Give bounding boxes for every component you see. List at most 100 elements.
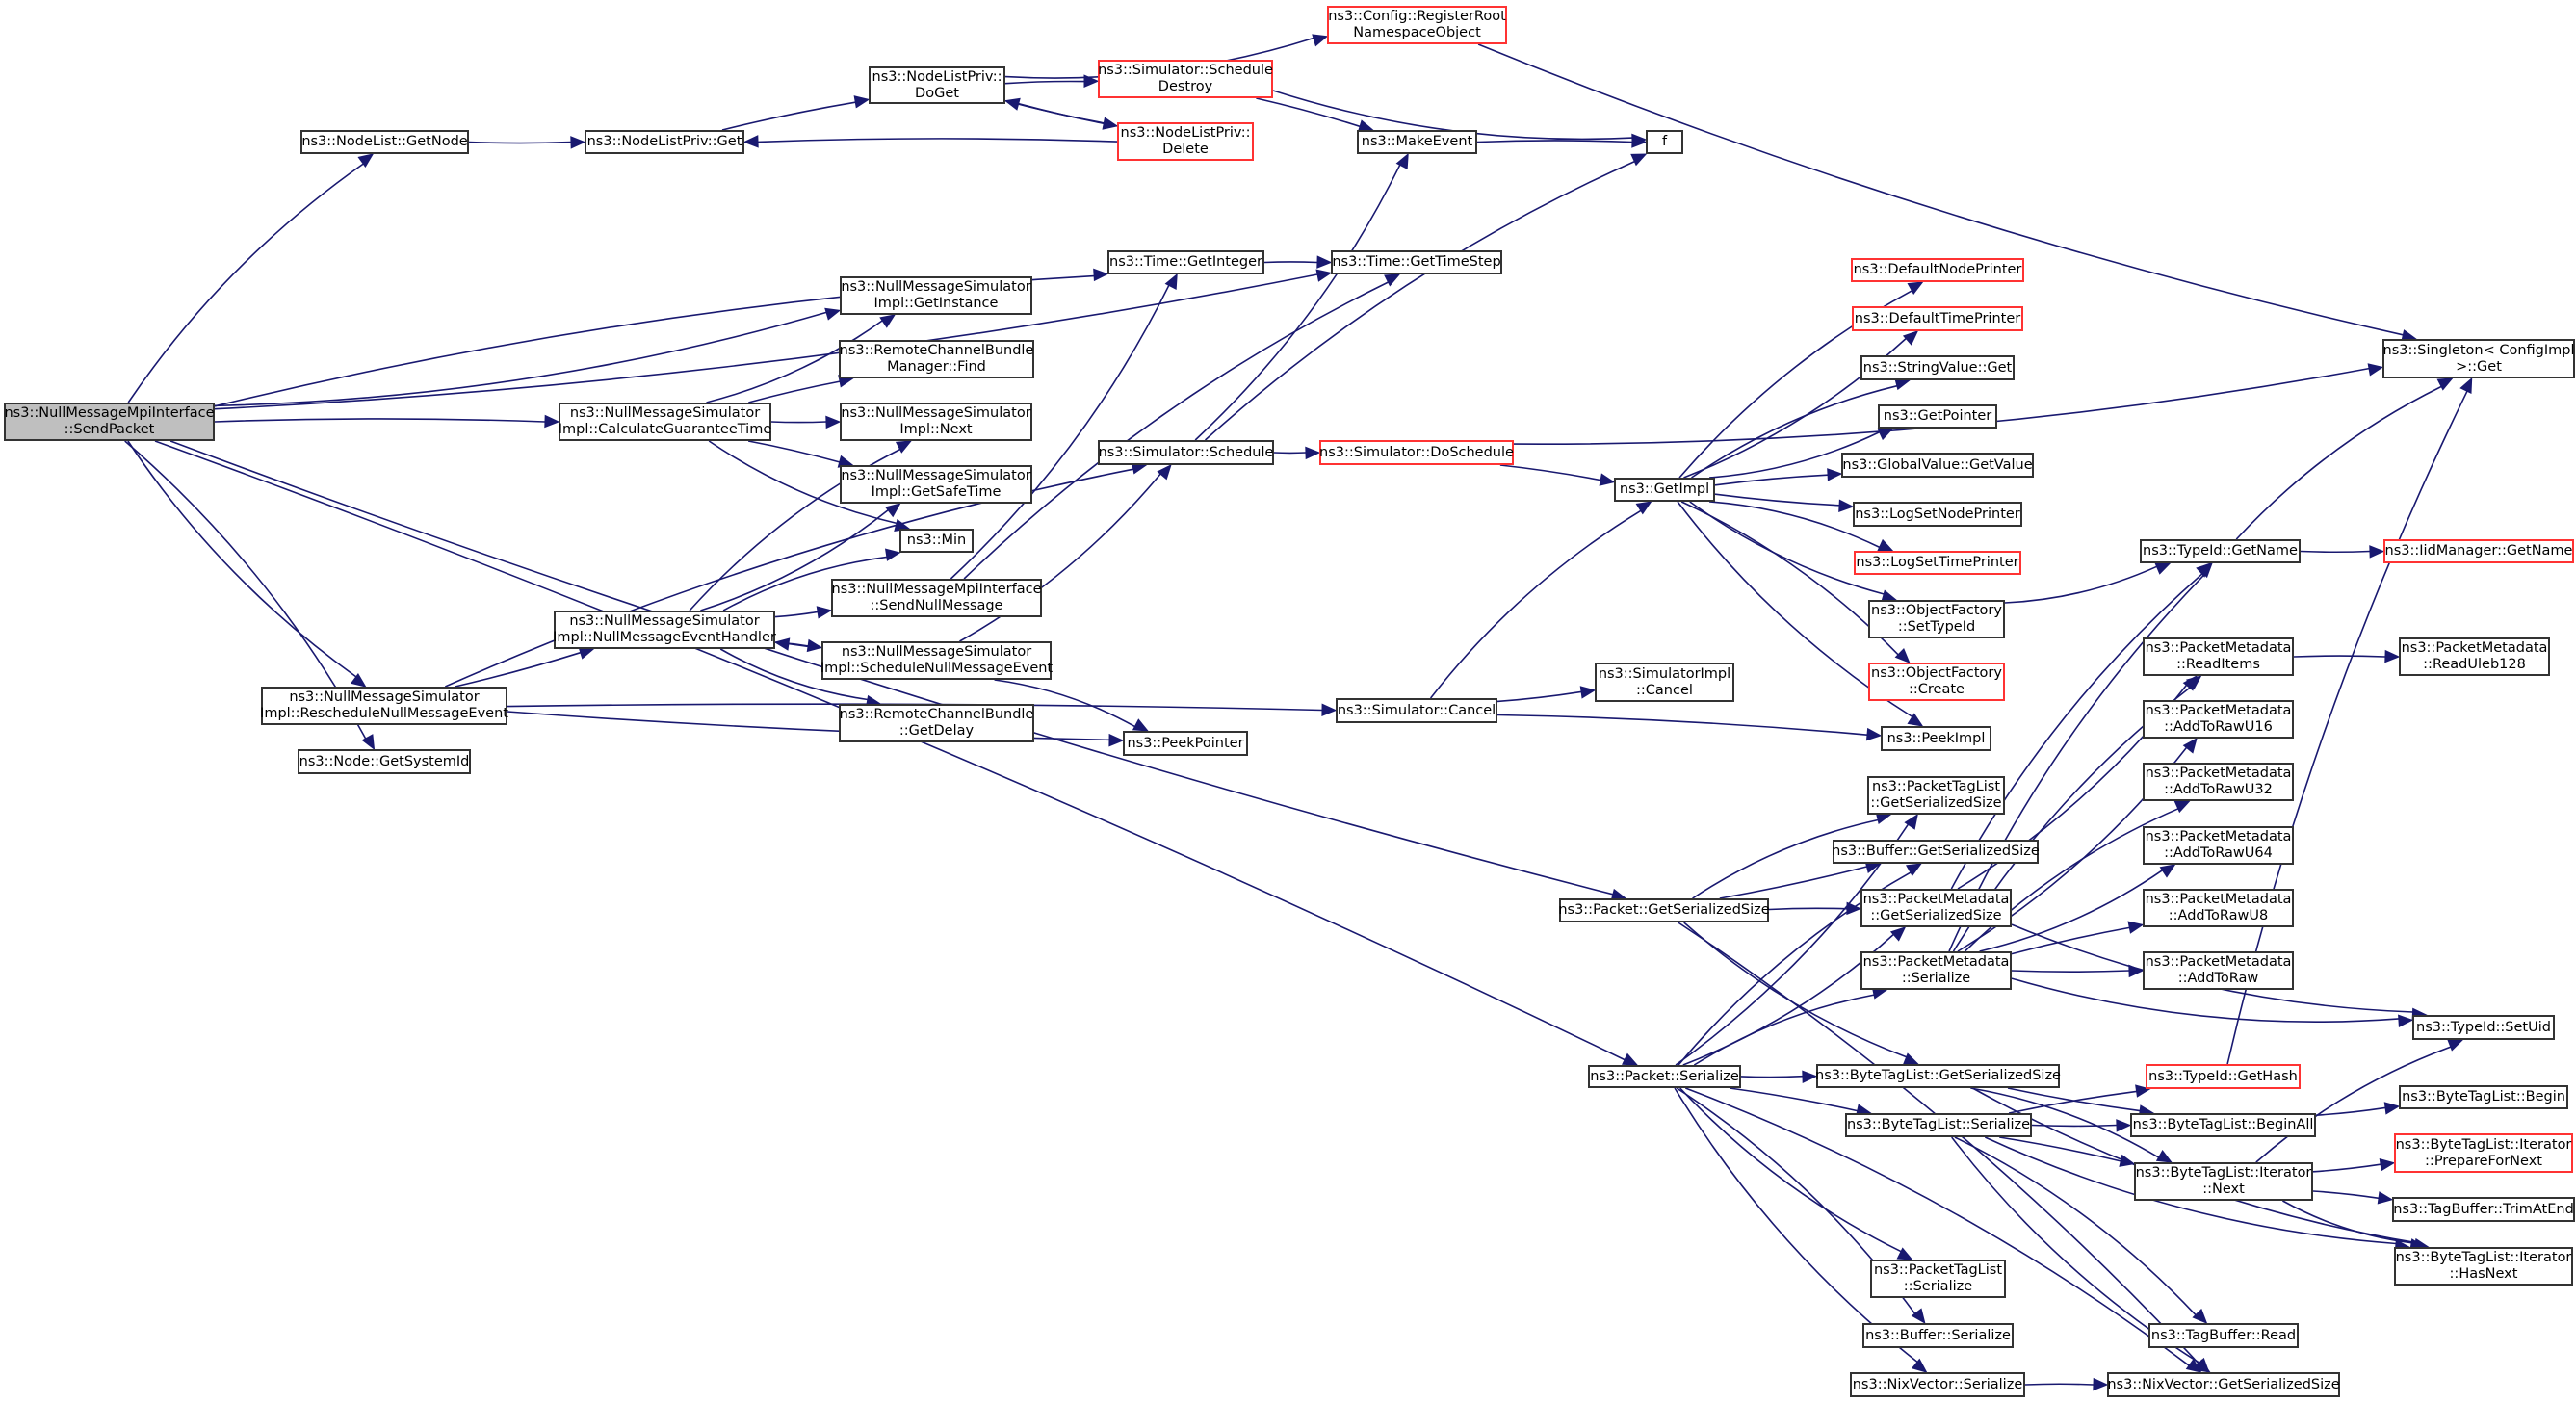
edge-sim-schedule-to-f xyxy=(1204,160,1635,441)
arrowhead-icon xyxy=(2398,1014,2414,1027)
arrowhead-icon xyxy=(570,136,586,149)
arrowhead-icon xyxy=(1395,152,1409,169)
arrowhead-icon xyxy=(853,95,871,109)
node-sendpacket: ns3::NullMessageMpiInterface ::SendPacke… xyxy=(4,403,215,441)
arrowhead-icon xyxy=(2436,377,2454,391)
node-iidmanager-getname[interactable]: ns3::IidManager::GetName xyxy=(2383,539,2574,563)
node-ptl-serialize[interactable]: ns3::PacketTagList ::Serialize xyxy=(1870,1260,2006,1298)
node-pm-serialize[interactable]: ns3::PacketMetadata ::Serialize xyxy=(1860,951,2012,990)
node-pm-addtoraw[interactable]: ns3::PacketMetadata ::AddToRaw xyxy=(2143,951,2294,990)
node-time-getinteger[interactable]: ns3::Time::GetInteger xyxy=(1107,250,1264,274)
arrowhead-icon xyxy=(2185,675,2202,690)
node-f[interactable]: f xyxy=(1646,130,1683,154)
arrowhead-icon xyxy=(2154,562,2172,575)
edge-pm-serialize-to-pm-addtorawu32 xyxy=(1964,808,2179,952)
node-globalvalue-getvalue[interactable]: ns3::GlobalValue::GetValue xyxy=(1841,453,2034,478)
node-nodelistpriv-delete[interactable]: ns3::NodeListPriv:: Delete xyxy=(1117,122,1254,161)
node-nms-eventhandler[interactable]: ns3::NullMessageSimulator Impl::NullMess… xyxy=(553,611,776,649)
node-pm-addtorawu32[interactable]: ns3::PacketMetadata ::AddToRawU32 xyxy=(2143,763,2294,801)
node-typeid-getname[interactable]: ns3::TypeId::GetName xyxy=(2140,539,2301,563)
edge-nms-eventhandler-to-rcb-getdelay xyxy=(719,648,869,701)
node-nms-next[interactable]: ns3::NullMessageSimulator Impl::Next xyxy=(840,403,1032,441)
arrowhead-icon xyxy=(2119,1154,2136,1167)
node-singleton-get[interactable]: ns3::Singleton< ConfigImpl >::Get xyxy=(2382,339,2575,378)
node-nodelistpriv-get[interactable]: ns3::NodeListPriv::Get xyxy=(585,130,744,154)
edge-pm-serialize-to-pm-addtoraw xyxy=(2011,970,2130,973)
node-nms-calcguarantee[interactable]: ns3::NullMessageSimulator Impl::Calculat… xyxy=(559,403,771,441)
arrowhead-icon xyxy=(1630,153,1648,167)
node-typeid-setuid[interactable]: ns3::TypeId::SetUid xyxy=(2412,1015,2555,1040)
edge-btl-iter-next-to-btl-iter-hasnext xyxy=(2282,1200,2412,1244)
arrowhead-icon xyxy=(2135,1084,2151,1098)
node-rcb-getdelay[interactable]: ns3::RemoteChannelBundle ::GetDelay xyxy=(839,704,1034,742)
node-pm-addtorawu8[interactable]: ns3::PacketMetadata ::AddToRawU8 xyxy=(2143,889,2294,927)
node-logsetnodeprinter[interactable]: ns3::LogSetNodePrinter xyxy=(1853,502,2022,527)
arrowhead-icon xyxy=(2127,921,2145,934)
node-btl-begin[interactable]: ns3::ByteTagList::Begin xyxy=(2399,1085,2568,1109)
node-btl-beginall[interactable]: ns3::ByteTagList::BeginAll xyxy=(2130,1113,2316,1137)
node-getpointer[interactable]: ns3::GetPointer xyxy=(1878,404,1997,429)
arrowhead-icon xyxy=(885,503,901,518)
node-btl-iter-next[interactable]: ns3::ByteTagList::Iterator ::Next xyxy=(2134,1162,2313,1201)
node-rcbm-find[interactable]: ns3::RemoteChannelBundle Manager::Find xyxy=(839,340,1034,378)
node-pm-readitems[interactable]: ns3::PacketMetadata ::ReadItems xyxy=(2143,637,2294,676)
edge-nodelistpriv-delete-to-nodelistpriv-doget xyxy=(1018,102,1118,127)
arrowhead-icon xyxy=(1631,135,1648,148)
node-nixvector-getserializedsize[interactable]: ns3::NixVector::GetSerializedSize xyxy=(2107,1372,2340,1397)
node-sim-schedule[interactable]: ns3::Simulator::Schedule xyxy=(1098,440,1274,465)
node-nodelist-getnode[interactable]: ns3::NodeList::GetNode xyxy=(300,130,469,154)
arrowhead-icon xyxy=(1905,863,1922,877)
node-packet-getserializedsize[interactable]: ns3::Packet::GetSerializedSize xyxy=(1558,898,1770,922)
arrowhead-icon xyxy=(1904,813,1918,830)
edge-nmpi-sendnullmessage-to-time-gettimestep xyxy=(963,281,1389,580)
node-defaultnodeprinter[interactable]: ns3::DefaultNodePrinter xyxy=(1851,258,2024,282)
node-sim-scheduledestroy[interactable]: ns3::Simulator::Schedule Destroy xyxy=(1098,60,1273,98)
arrowhead-icon xyxy=(1164,273,1178,290)
node-objfactory-settypeid[interactable]: ns3::ObjectFactory ::SetTypeId xyxy=(1868,600,2005,638)
node-objfactory-create[interactable]: ns3::ObjectFactory ::Create xyxy=(1868,663,2005,701)
node-typeid-gethash[interactable]: ns3::TypeId::GetHash xyxy=(2146,1064,2301,1089)
node-btl-iter-prepare[interactable]: ns3::ByteTagList::Iterator ::PrepareForN… xyxy=(2394,1133,2573,1173)
edge-nodelistpriv-doget-to-sim-scheduledestroy xyxy=(1004,80,1085,85)
node-buffer-serialize[interactable]: ns3::Buffer::Serialize xyxy=(1862,1323,2014,1348)
node-makeevent[interactable]: ns3::MakeEvent xyxy=(1357,130,1477,154)
node-tagbuffer-read[interactable]: ns3::TagBuffer::Read xyxy=(2148,1323,2299,1348)
node-pm-readuleb128[interactable]: ns3::PacketMetadata ::ReadUleb128 xyxy=(2399,637,2550,676)
node-time-gettimestep[interactable]: ns3::Time::GetTimeStep xyxy=(1331,250,1502,274)
node-btl-serialize[interactable]: ns3::ByteTagList::Serialize xyxy=(1845,1113,2032,1137)
edge-nmpi-sendnullmessage-to-time-getinteger xyxy=(950,284,1170,580)
node-buffer-getserializedsize[interactable]: ns3::Buffer::GetSerializedSize xyxy=(1832,840,2040,864)
node-packet-serialize[interactable]: ns3::Packet::Serialize xyxy=(1588,1065,1741,1088)
edge-pm-readitems-to-pm-readuleb128 xyxy=(2293,655,2386,658)
node-peekpointer[interactable]: ns3::PeekPointer xyxy=(1123,731,1248,756)
node-nms-getsafetime[interactable]: ns3::NullMessageSimulator Impl::GetSafeT… xyxy=(840,465,1032,504)
node-btl-iter-hasnext[interactable]: ns3::ByteTagList::Iterator ::HasNext xyxy=(2394,1247,2573,1286)
node-config-registerroot[interactable]: ns3::Config::RegisterRoot NamespaceObjec… xyxy=(1327,6,1507,44)
arrowhead-icon xyxy=(1889,926,1907,942)
node-logsettimeprinter[interactable]: ns3::LogSetTimePrinter xyxy=(1854,551,2021,575)
node-pm-addtorawu64[interactable]: ns3::PacketMetadata ::AddToRawU64 xyxy=(2143,826,2294,865)
node-defaulttimeprinter[interactable]: ns3::DefaultTimePrinter xyxy=(1852,306,2023,331)
node-peekimpl[interactable]: ns3::PeekImpl xyxy=(1881,726,1991,751)
node-simimpl-cancel[interactable]: ns3::SimulatorImpl ::Cancel xyxy=(1595,663,1734,702)
node-nodelistpriv-doget[interactable]: ns3::NodeListPriv:: DoGet xyxy=(869,66,1005,104)
node-pm-addtorawu16[interactable]: ns3::PacketMetadata ::AddToRawU16 xyxy=(2143,700,2294,739)
node-ptl-getserializedsize[interactable]: ns3::PacketTagList ::GetSerializedSize xyxy=(1867,776,2005,815)
edge-sim-schedule-to-makeevent xyxy=(1194,164,1401,441)
node-min[interactable]: ns3::Min xyxy=(899,529,974,553)
node-sim-doschedule[interactable]: ns3::Simulator::DoSchedule xyxy=(1319,440,1514,465)
node-tagbuffer-trimatend[interactable]: ns3::TagBuffer::TrimAtEnd xyxy=(2392,1197,2575,1222)
node-nms-schedulenull[interactable]: ns3::NullMessageSimulator Impl::Schedule… xyxy=(820,641,1053,680)
node-nms-reschedulenull[interactable]: ns3::NullMessageSimulator Impl::Reschedu… xyxy=(260,687,508,725)
node-nms-getinstance[interactable]: ns3::NullMessageSimulator Impl::GetInsta… xyxy=(840,276,1032,315)
node-getimpl[interactable]: ns3::GetImpl xyxy=(1614,478,1715,502)
arrowhead-icon xyxy=(806,638,823,653)
node-node-getsystemid[interactable]: ns3::Node::GetSystemId xyxy=(298,749,471,774)
node-stringvalue-get[interactable]: ns3::StringValue::Get xyxy=(1860,355,2015,380)
node-pm-getserializedsize[interactable]: ns3::PacketMetadata ::GetSerializedSize xyxy=(1860,889,2012,927)
node-btl-getserializedsize[interactable]: ns3::ByteTagList::GetSerializedSize xyxy=(1815,1064,2061,1088)
node-sim-cancel[interactable]: ns3::Simulator::Cancel xyxy=(1336,698,1497,723)
node-nixvector-serialize[interactable]: ns3::NixVector::Serialize xyxy=(1850,1372,2025,1397)
node-nmpi-sendnullmessage[interactable]: ns3::NullMessageMpiInterface ::SendNullM… xyxy=(831,579,1042,617)
